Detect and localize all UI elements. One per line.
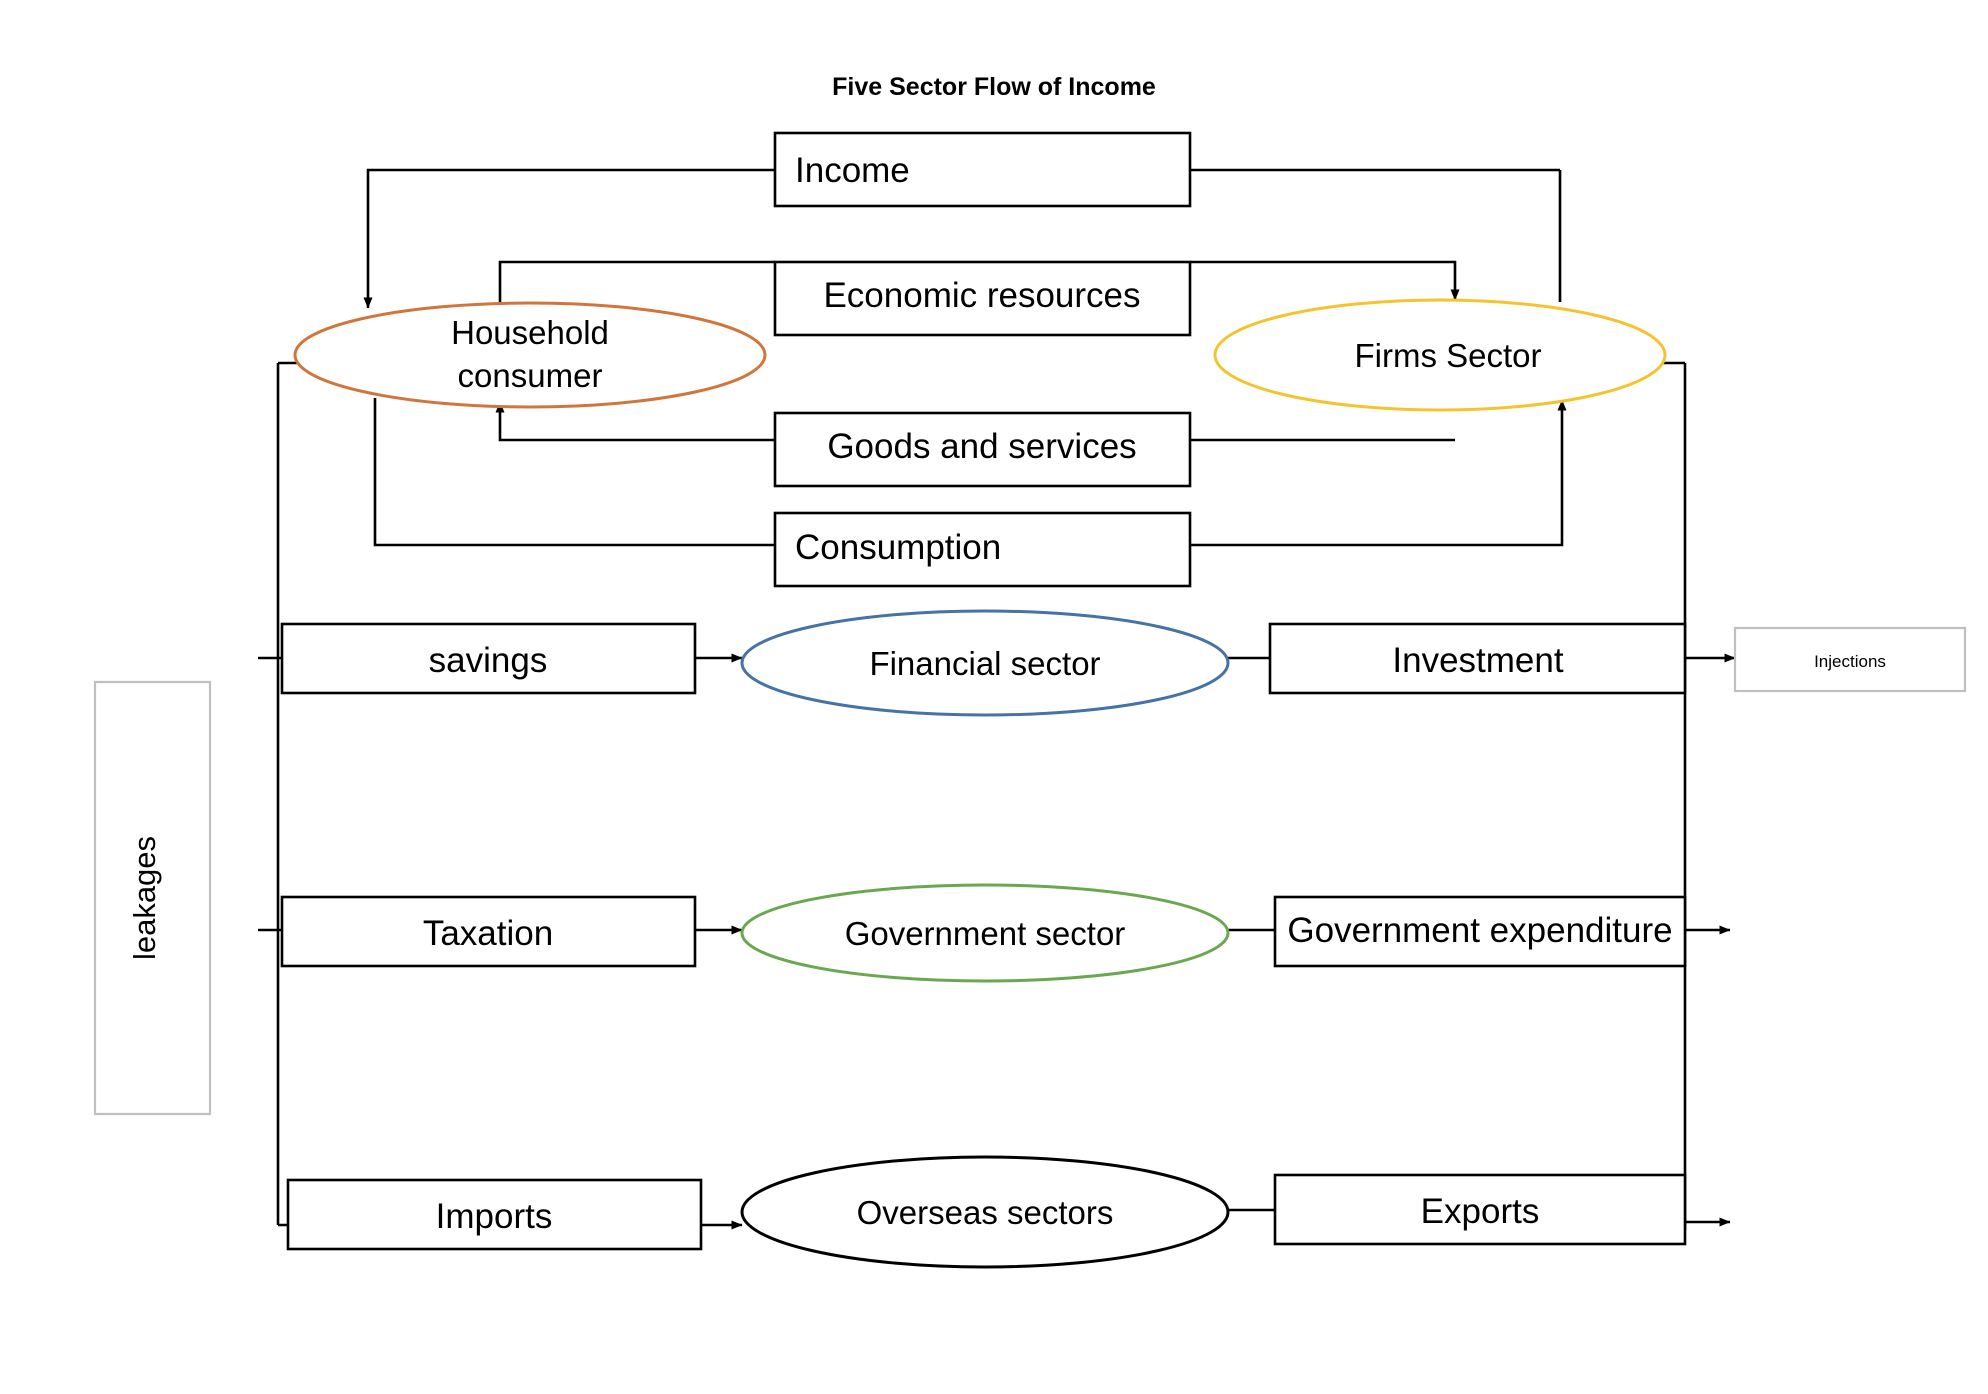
box-imports-label: Imports [436, 1197, 553, 1236]
sector-household-label-line1: Household [451, 314, 609, 351]
box-government-expenditure[interactable]: Government expenditure [1273, 895, 1687, 968]
box-investment[interactable]: Investment [1268, 622, 1687, 695]
connector-consumption-to-firms [1190, 399, 1567, 547]
box-taxation[interactable]: Taxation [280, 895, 697, 968]
box-exports[interactable]: Exports [1273, 1173, 1687, 1246]
page-title: Five Sector Flow of Income [832, 73, 1156, 101]
box-leakages-label: leakages [127, 836, 162, 960]
box-imports[interactable]: Imports [286, 1178, 703, 1251]
sector-firms-label: Firms Sector [1354, 337, 1541, 374]
box-savings[interactable]: savings [280, 622, 697, 695]
box-government-expenditure-label: Government expenditure [1287, 911, 1672, 950]
sector-household-label-line2: consumer [458, 357, 603, 394]
box-goods-and-services-label: Goods and services [827, 427, 1136, 466]
box-economic-resources-label: Economic resources [823, 276, 1140, 315]
connector-income-to-household [363, 168, 775, 309]
box-income-label: Income [795, 151, 910, 190]
box-economic-resources[interactable]: Economic resources [773, 260, 1192, 337]
box-leakages[interactable]: leakages [93, 680, 212, 1116]
sector-government-label: Government sector [845, 915, 1126, 952]
box-injections[interactable]: Injections [1733, 626, 1967, 693]
connector-goods-to-household [495, 401, 775, 442]
box-consumption-label: Consumption [795, 528, 1001, 567]
sector-overseas-label: Overseas sectors [857, 1194, 1114, 1231]
box-investment-label: Investment [1392, 641, 1563, 680]
box-goods-and-services[interactable]: Goods and services [773, 411, 1192, 488]
box-savings-label: savings [429, 641, 548, 680]
box-injections-label: Injections [1814, 652, 1886, 671]
box-taxation-label: Taxation [423, 914, 553, 953]
sector-household-consumer[interactable]: Household consumer [293, 301, 767, 409]
sector-firms[interactable]: Firms Sector [1213, 298, 1667, 412]
connector-household-to-consumption [373, 398, 775, 547]
sector-government[interactable]: Government sector [740, 883, 1230, 983]
box-exports-label: Exports [1421, 1192, 1540, 1231]
sector-overseas[interactable]: Overseas sectors [740, 1155, 1230, 1269]
connector-economic-resources-to-firms [1190, 260, 1460, 301]
sector-financial[interactable]: Financial sector [740, 609, 1230, 717]
sector-financial-label: Financial sector [869, 645, 1100, 682]
box-consumption[interactable]: Consumption [773, 511, 1192, 588]
box-income[interactable]: Income [773, 131, 1192, 208]
